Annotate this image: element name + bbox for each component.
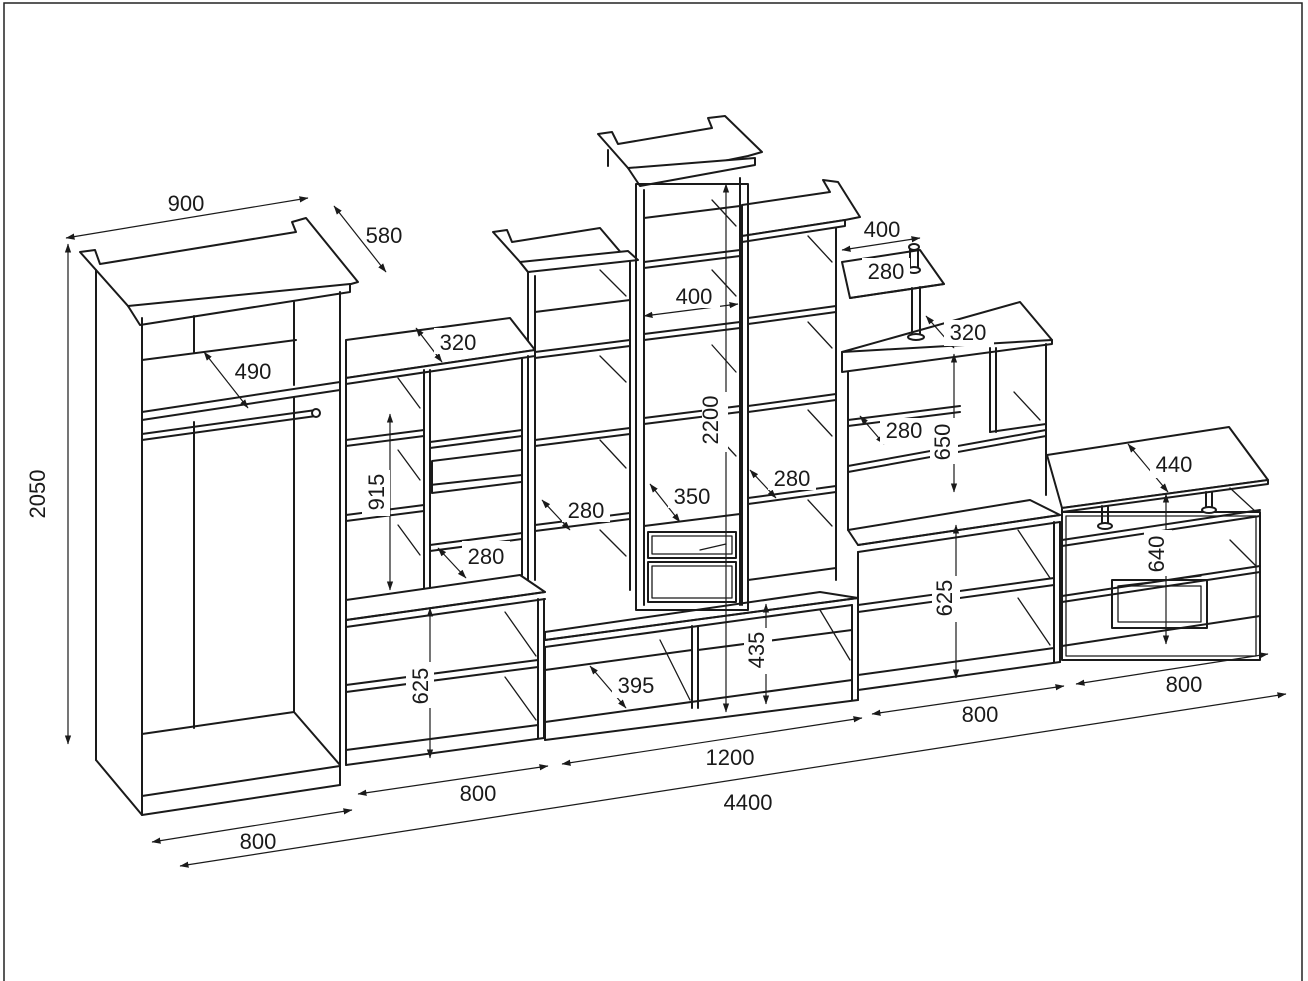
dim-center-height: 2200 [698,396,723,445]
dim-topshelf-depth: 280 [868,259,905,284]
section-left-mid-shelving [345,317,546,766]
dim-sec2-width: 800 [460,781,497,806]
dim-left-inner-depth: 490 [235,359,272,384]
dimension-lines [64,183,1287,868]
section-center-tower [597,115,763,611]
dim-sec2-shelf-depth: 280 [468,544,505,569]
dim-sec2-depth: 320 [440,330,477,355]
section-left-wardrobe [79,217,359,816]
dim-sec5-depth: 320 [950,320,987,345]
dim-sec5-width: 800 [962,702,999,727]
dimension-labels: 2050 900 580 490 800 4400 320 915 280 62… [18,191,1202,854]
dim-tv-height: 435 [744,632,769,669]
section-center-right-tall [741,179,861,606]
dim-sec6-height: 640 [1144,536,1169,573]
dim-center-drawer-depth: 350 [674,484,711,509]
dim-left-bottom-width: 800 [240,829,277,854]
dim-sec6-depth: 440 [1156,452,1193,477]
section-right-mid-shelving [841,243,1061,691]
dim-sec5-shelf-depth: 280 [886,418,923,443]
dim-topshelf-width: 400 [864,217,901,242]
dim-sec2-low-height: 625 [408,668,433,705]
dim-left-top-width: 900 [168,191,205,216]
dim-center-width: 400 [676,284,713,309]
dim-sec6-width: 800 [1166,672,1203,697]
dim-left-depth: 580 [366,223,403,248]
dim-sec2-height: 915 [364,474,389,511]
dim-tv-width: 1200 [706,745,755,770]
dim-sec3-shelf-depth: 280 [568,498,605,523]
dim-center-right-shelf-depth: 280 [774,466,811,491]
dim-sec5-low-height: 625 [932,580,957,617]
dim-tv-depth: 395 [618,673,655,698]
drawing-border [3,2,1303,981]
dim-overall-width: 4400 [724,790,773,815]
dim-sec5-height: 650 [930,424,955,461]
section-center-left-tall [492,227,639,591]
dim-left-height: 2050 [25,470,50,519]
section-tv-cabinet [544,591,859,741]
